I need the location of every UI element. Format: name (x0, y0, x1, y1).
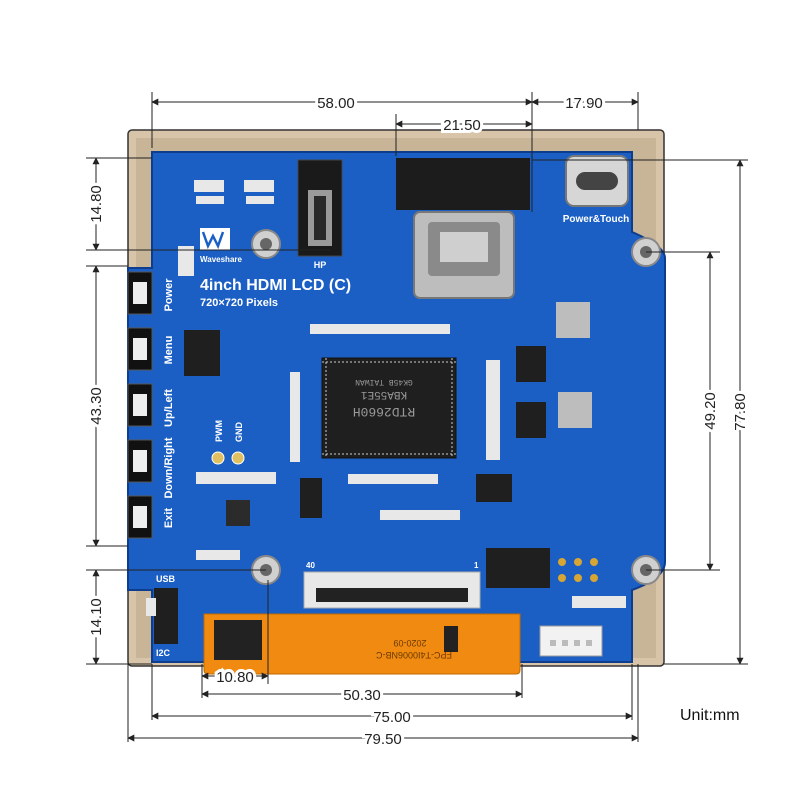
button-label-exit: Exit (163, 508, 175, 529)
button-label-menu: Menu (163, 336, 175, 365)
board-subtitle: 720×720 Pixels (200, 297, 278, 309)
usb-c-port (565, 155, 629, 207)
orange-flex-cable (203, 613, 521, 675)
fpc-connector (303, 571, 481, 609)
audio-jack (297, 159, 343, 257)
dim-79-50: 79.50 (364, 731, 402, 748)
chip-line-2: KBA55E1 (361, 388, 408, 400)
button-label-up-left: Up/Left (163, 389, 175, 427)
hp-label: HP (314, 260, 327, 270)
hdmi-port (396, 158, 530, 299)
fpc-count-1: 1 (474, 561, 479, 570)
waveshare-logo (200, 228, 230, 250)
i2c-label: I2C (156, 648, 171, 658)
brand-name: Waveshare (200, 255, 243, 264)
dim-50-30: 50.30 (343, 687, 381, 704)
main-chip (321, 357, 457, 459)
usb-label: USB (156, 574, 176, 584)
side-buttons (127, 271, 153, 539)
button-label-power: Power (163, 278, 175, 312)
dim-14-80: 14.80 (88, 185, 105, 223)
small-components (178, 180, 626, 608)
chip-line-3: GK45B TAIWAN (355, 377, 413, 386)
gnd-label: GND (234, 422, 244, 443)
dim-21-50: 21.50 (443, 117, 481, 134)
dimension-lines (86, 92, 748, 742)
unit-label: Unit:mm (680, 707, 740, 724)
dim-17-90: 17.90 (565, 95, 603, 112)
dim-77-80: 77.80 (732, 393, 749, 431)
gnd-pad (231, 451, 245, 465)
fpc-part-number: FPC-T4I0006NB-C (375, 650, 452, 660)
pwm-pad (211, 451, 225, 465)
power-touch-label: Power&Touch (563, 214, 629, 225)
dim-43-30: 43.30 (88, 387, 105, 425)
board-title: 4inch HDMI LCD (C) (200, 277, 351, 294)
fpc-date: 2020-09 (393, 638, 426, 648)
chip-line-1: RTD2660H (353, 404, 415, 419)
dim-75: 75.00 (373, 709, 411, 726)
dim-14-10: 14.10 (88, 598, 105, 636)
dim-49-20: 49.20 (702, 392, 719, 430)
mounting-holes (251, 229, 661, 585)
dim-10-80: 10.80 (216, 669, 254, 686)
usb-i2c-switch (146, 588, 178, 644)
dim-58: 58.00 (317, 95, 355, 112)
fpc-count-40: 40 (306, 561, 315, 570)
pwm-label: PWM (214, 420, 224, 442)
gold-pins (558, 558, 598, 582)
button-label-down-right: Down/Right (163, 437, 175, 498)
i2c-connector (539, 625, 603, 657)
